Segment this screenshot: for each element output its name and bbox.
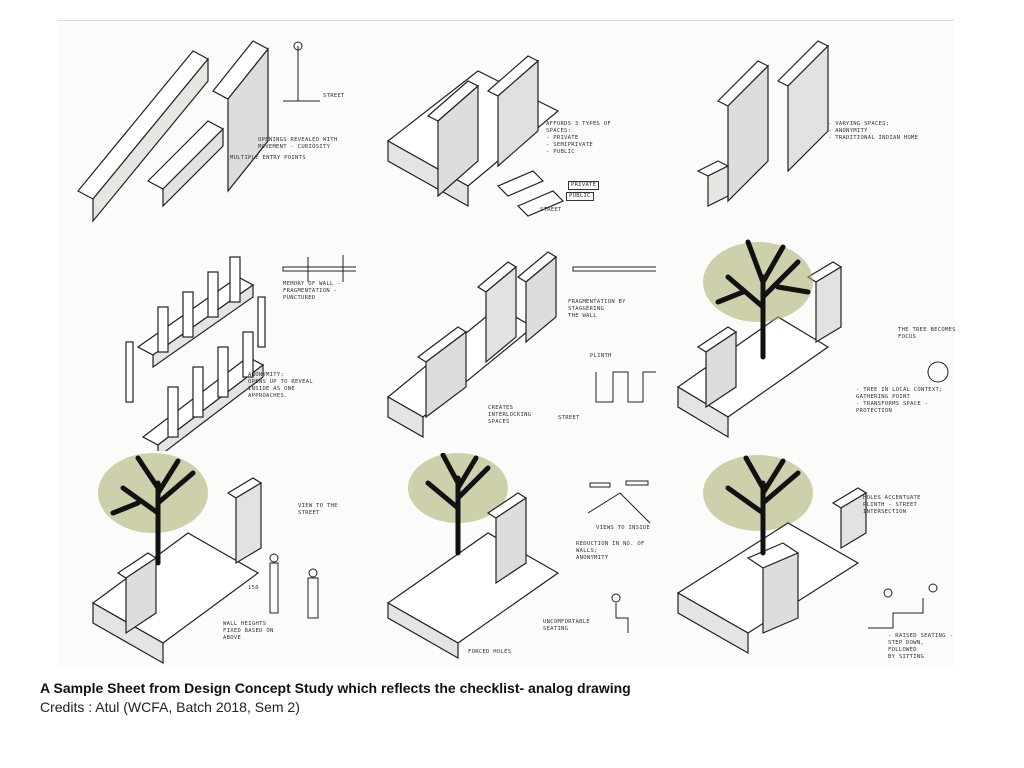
sketch-cell-2: AFFORDS 3 TYPES OF SPACES: - PRIVATE - S…	[358, 21, 656, 235]
tree-wash	[98, 453, 208, 533]
annotation: - RAISED SEATING - STEP DOWN, FOLLOWED B…	[888, 633, 954, 660]
annotation: FRAGMENTATION BY STAGGERING THE WALL	[568, 299, 626, 319]
sketch-cell-9: HOLES ACCENTUATE PLINTH - STREET INTERSE…	[658, 453, 956, 667]
annotation: UNCOMFORTABLE SEATING	[543, 619, 590, 632]
annotation: HOLES ACCENTUATE PLINTH - STREET INTERSE…	[863, 495, 921, 515]
annotation: CREATES INTERLOCKING SPACES	[488, 405, 532, 425]
annotation: 150	[248, 585, 259, 591]
annotation: PUBLIC	[566, 192, 594, 201]
tree-wash	[703, 242, 813, 322]
annotation: WALL HEIGHTS FIXED BASED ON ABOVE	[223, 621, 274, 641]
sketch-cell-5: FRAGMENTATION BY STAGGERING THE WALL PLI…	[358, 237, 656, 451]
annotation: MEMORY OF WALL - FRAGMENTATION - PUNCTUR…	[283, 281, 341, 301]
annotation: MULTIPLE ENTRY POINTS	[230, 155, 306, 161]
isometric-tree-walls-sketch	[386, 453, 651, 660]
sketch-cell-1: STREET OPENINGS REVEALED WITH MOVEMENT -…	[58, 21, 356, 235]
isometric-punctured-walls-sketch	[125, 255, 356, 451]
annotation: STREET	[323, 93, 345, 99]
sketch-cell-7: VIEW TO THE STREET 150 WALL HEIGHTS FIXE…	[58, 453, 356, 667]
tree-wash	[703, 455, 813, 531]
sketch-cell-6: THE TREE BECOMES FOCUS - TREE IN LOCAL C…	[658, 237, 956, 451]
tree-icon	[110, 455, 196, 566]
annotation: FORCED HOLES	[468, 649, 512, 655]
sketch-cell-3: - VARYING SPACES; - ANONYMITY - TRADITIO…	[658, 21, 956, 235]
slide-caption: A Sample Sheet from Design Concept Study…	[40, 680, 631, 696]
annotation: - TREE IN LOCAL CONTEXT; GATHERING POINT…	[856, 387, 943, 414]
annotation: AFFORDS 3 TYPES OF SPACES: - PRIVATE - S…	[546, 121, 612, 155]
annotation: THE TREE BECOMES FOCUS	[898, 327, 956, 340]
isometric-walls-sketch	[696, 40, 830, 207]
annotation: VIEW TO THE STREET	[298, 503, 338, 516]
annotation: REDUCTION IN NO. OF WALLS; ANONYMITY	[576, 541, 645, 561]
slide-credits: Credits : Atul (WCFA, Batch 2018, Sem 2)	[40, 699, 300, 715]
sketch-cell-4: MEMORY OF WALL - FRAGMENTATION - PUNCTUR…	[58, 237, 356, 451]
isometric-tree-plinth-sketch	[676, 455, 938, 655]
isometric-tree-courtyard-sketch	[676, 239, 949, 439]
annotation: PRIVATE	[568, 181, 600, 190]
annotation: STREET	[540, 207, 562, 213]
isometric-staggered-walls-sketch	[386, 251, 656, 439]
annotation: ANONYMITY; OPENS UP TO REVEAL INSIDE AS …	[248, 372, 314, 399]
annotation: - VARYING SPACES; - ANONYMITY - TRADITIO…	[828, 121, 919, 141]
tree-icon	[425, 453, 491, 556]
isometric-walls-sketch	[386, 55, 565, 217]
annotation: PLINTH	[590, 353, 612, 359]
annotation: STREET	[558, 415, 580, 421]
annotation: VIEWS TO INSIDE	[596, 525, 651, 531]
sketch-cell-8: VIEWS TO INSIDE REDUCTION IN NO. OF WALL…	[358, 453, 656, 667]
tree-icon	[725, 455, 801, 556]
annotation: OPENINGS REVEALED WITH MOVEMENT - CURIOS…	[258, 137, 338, 150]
tree-icon	[715, 239, 811, 360]
isometric-tree-walls-sketch	[91, 453, 319, 665]
isometric-walls-sketch	[77, 40, 320, 223]
drawing-sheet: STREET OPENINGS REVEALED WITH MOVEMENT -…	[58, 20, 956, 667]
